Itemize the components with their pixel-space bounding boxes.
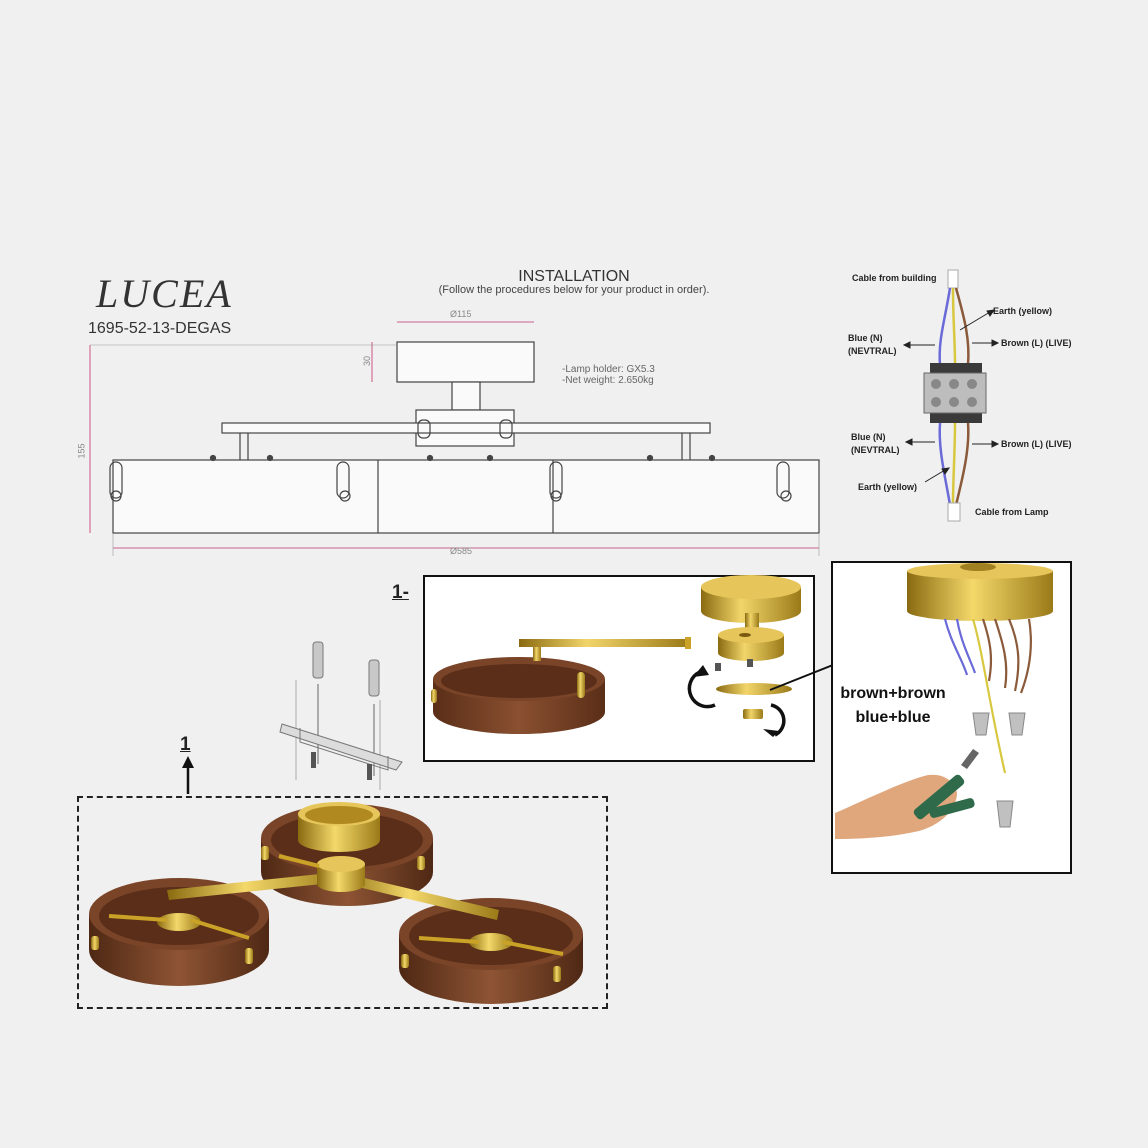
dimension-canopy-diameter: Ø115 bbox=[450, 309, 472, 319]
product-code: 1695-52-13-DEGAS bbox=[88, 320, 232, 337]
step-1-illustration bbox=[431, 575, 801, 737]
brand-logo: LUCEA bbox=[96, 271, 233, 316]
connection-instruction-line2: blue+blue bbox=[855, 709, 931, 726]
installation-subtitle: (Follow the procedures below for your pr… bbox=[438, 284, 710, 296]
label-brown-bottom: Brown (L) (LIVE) bbox=[1001, 439, 1072, 449]
label-blue-bottom-line2: (NEVTRAL) bbox=[851, 445, 900, 455]
dimension-total-width: Ø585 bbox=[450, 546, 473, 556]
label-blue-top-line2: (NEVTRAL) bbox=[848, 346, 897, 356]
fixture-illustration bbox=[89, 802, 583, 1004]
spec-net-weight: -Net weight: 2.650kg bbox=[562, 375, 654, 386]
spec-lamp-holder: -Lamp holder: GX5.3 bbox=[562, 364, 655, 375]
connection-instruction-line1: brown+brown bbox=[840, 685, 946, 702]
label-cable-from-lamp: Cable from Lamp bbox=[975, 507, 1049, 517]
label-cable-from-building: Cable from building bbox=[852, 273, 937, 283]
label-brown-top: Brown (L) (LIVE) bbox=[1001, 338, 1072, 348]
label-blue-top-line1: Blue (N) bbox=[848, 333, 883, 343]
label-earth-top: Earth (yellow) bbox=[993, 306, 1053, 316]
connection-illustration bbox=[835, 563, 1053, 839]
label-blue-bottom-line1: Blue (N) bbox=[851, 432, 886, 442]
fixture-assembly-box bbox=[77, 796, 608, 1009]
step-1-label: 1- bbox=[392, 582, 409, 603]
installation-title: INSTALLATION bbox=[518, 268, 630, 285]
step-1-arrow-label: 1 bbox=[180, 734, 191, 755]
connection-panel bbox=[831, 561, 1072, 874]
step-1-panel bbox=[423, 575, 815, 762]
label-earth-bottom: Earth (yellow) bbox=[858, 482, 918, 492]
